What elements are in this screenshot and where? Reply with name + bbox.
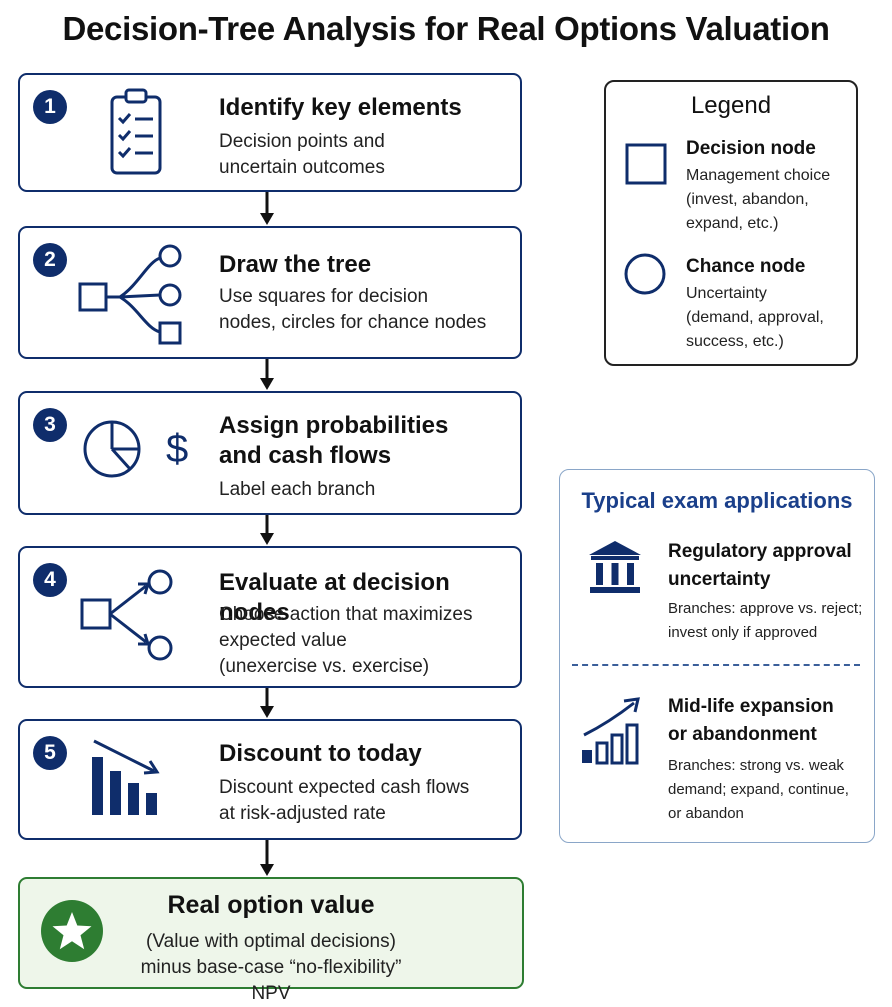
exam-applications-title: Typical exam applications	[581, 488, 853, 513]
application-expansion-description: Branches: strong vs. weak demand; expand…	[668, 757, 849, 822]
government-building-icon	[589, 541, 641, 593]
result-title: Real option value	[167, 891, 375, 919]
legend-chance-node-description: Uncertainty (demand, approval, success, …	[686, 285, 824, 350]
page-title: Decision-Tree Analysis for Real Options …	[62, 10, 830, 47]
legend-title: Legend	[690, 92, 772, 119]
growth-chart-icon	[582, 697, 640, 765]
step-3-description: Label each branch	[219, 479, 376, 500]
step-4-title: Evaluate at decision nodes	[219, 569, 450, 626]
legend-decision-node-description: Management choice (invest, abandon, expa…	[686, 167, 831, 232]
application-regulatory-name: Regulatory approval uncertainty	[668, 541, 852, 590]
step-3-box: 3 $ Assign probabilities and cash flows …	[18, 391, 522, 515]
declining-bars-icon	[92, 739, 160, 815]
circle-icon	[624, 253, 666, 295]
arrow-down-icon	[260, 515, 274, 545]
step-1-title: Identify key elements	[219, 94, 462, 121]
arrow-down-icon	[260, 688, 274, 718]
decision-branch-icon	[80, 569, 173, 661]
step-2-title: Draw the tree	[219, 251, 372, 278]
arrow-down-icon	[260, 192, 274, 225]
square-icon	[625, 143, 667, 185]
arrow-down-icon	[260, 359, 274, 390]
step-5-title: Discount to today	[219, 740, 422, 767]
step-4-description: Choose action that maximizes expected va…	[219, 604, 473, 677]
step-4-number-badge: 4	[33, 563, 67, 597]
arrow-down-icon	[260, 840, 274, 876]
step-4-box: 4 Evaluate at decision nodes Choose acti…	[18, 546, 522, 688]
application-expansion-name: Mid-life expansion or abandonment	[668, 696, 834, 745]
step-5-number-badge: 5	[33, 736, 67, 770]
clipboard-checklist-icon	[110, 88, 162, 175]
step-5-description: Discount expected cash flows at risk-adj…	[219, 777, 470, 824]
legend-panel: Legend Decision node Management choice (…	[604, 80, 858, 366]
result-description: (Value with optimal decisions) minus bas…	[140, 931, 402, 1004]
application-regulatory-description: Branches: approve vs. reject; invest onl…	[668, 600, 863, 641]
pie-chart-dollar-icon: $	[83, 420, 188, 478]
step-5-box: 5 Discount to today Discount expected ca…	[18, 719, 522, 840]
real-option-value-box: Real option value (Value with optimal de…	[18, 877, 524, 1004]
step-2-description: Use squares for decision nodes, circles …	[219, 286, 487, 333]
tree-diagram-icon	[78, 244, 182, 345]
star-icon	[41, 900, 103, 962]
step-2-box: 2 Draw the tree Use squares for decision…	[18, 226, 522, 359]
exam-applications-panel: Typical exam applications Regulatory app…	[559, 469, 875, 843]
legend-chance-node-name: Chance node	[686, 256, 806, 277]
step-1-box: 1 Identify key elements Decision points …	[18, 73, 522, 192]
step-2-number-badge: 2	[33, 243, 67, 277]
section-divider	[572, 664, 860, 666]
step-1-number-badge: 1	[33, 90, 67, 124]
svg-text:$: $	[166, 427, 188, 471]
step-3-number-badge: 3	[33, 408, 67, 442]
step-1-description: Decision points and uncertain outcomes	[219, 131, 385, 178]
step-3-title: Assign probabilities and cash flows	[219, 412, 449, 469]
legend-decision-node-name: Decision node	[686, 138, 816, 159]
